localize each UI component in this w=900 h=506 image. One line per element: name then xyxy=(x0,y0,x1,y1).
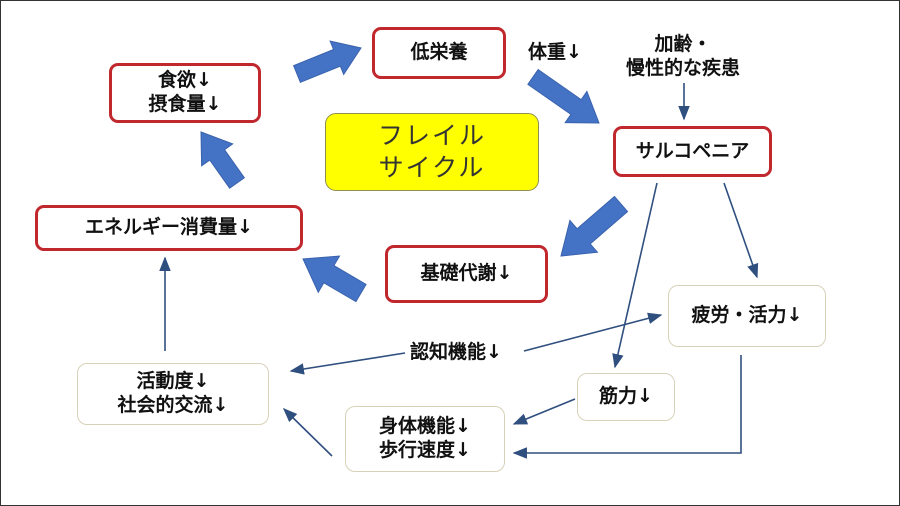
fatigue-label: 疲労・活力↓ xyxy=(691,304,803,327)
sarcopenia-node: サルコペニア xyxy=(613,126,772,177)
frailty-cycle-title-line1: フレイル xyxy=(377,120,486,150)
fatigue-node: 疲労・活力↓ xyxy=(668,285,826,347)
physical-function-node: 身体機能↓ 歩行速度↓ xyxy=(345,406,505,472)
muscle-strength-node: 筋力↓ xyxy=(577,373,675,421)
activity-node: 活動度↓ 社会的交流↓ xyxy=(77,363,269,425)
weight-loss-label: 体重↓ xyxy=(528,41,582,65)
arrow-cognitive-to-activity xyxy=(289,352,406,375)
muscle-strength-label: 筋力↓ xyxy=(599,385,653,408)
frailty-cycle-title: フレイル サイクル xyxy=(325,113,539,191)
social-interaction-label: 社会的交流↓ xyxy=(117,394,229,416)
aging-text: 加齢・ xyxy=(654,33,712,55)
appetite-node: 食欲↓ 摂食量↓ xyxy=(109,63,261,123)
sarcopenia-label: サルコペニア xyxy=(635,139,750,162)
arrow-physical-to-activity xyxy=(282,407,333,457)
frailty-cycle-title-line2: サイクル xyxy=(378,153,486,182)
energy-expenditure-label: エネルギー消費量↓ xyxy=(85,216,253,239)
arrow-fatigue-cognitive-to-activity xyxy=(523,312,663,352)
arrow-metabolism-to-energy xyxy=(302,255,367,303)
low-nutrition-label: 低栄養 xyxy=(410,41,468,64)
arrow-appetite-to-nutrition xyxy=(292,40,362,83)
basal-metabolism-node: 基礎代謝↓ xyxy=(385,245,548,303)
activity-label: 活動度↓ xyxy=(136,370,210,393)
arrow-fatigue-to-physical xyxy=(512,355,742,459)
arrow-sarcopenia-to-fatigue xyxy=(723,182,759,279)
weight-loss-text: 体重↓ xyxy=(528,41,582,63)
walking-speed-label: 歩行速度↓ xyxy=(379,439,471,461)
low-nutrition-node: 低栄養 xyxy=(372,27,506,79)
arrow-muscle-to-physical xyxy=(512,398,576,425)
intake-label: 摂食量↓ xyxy=(148,93,222,115)
chronic-disease-text: 慢性的な疾患 xyxy=(625,56,740,79)
appetite-label: 食欲↓ xyxy=(158,69,212,92)
basal-metabolism-label: 基礎代謝↓ xyxy=(420,262,513,285)
physical-function-label: 身体機能↓ xyxy=(379,415,471,438)
arrow-energy-to-appetite xyxy=(200,131,246,189)
arrow-sarcopenia-to-metabolism xyxy=(560,195,629,257)
cognitive-function-label: 認知機能↓ xyxy=(410,341,502,365)
energy-expenditure-node: エネルギー消費量↓ xyxy=(35,205,303,251)
aging-disease-label: 加齢・ 慢性的な疾患 xyxy=(603,33,763,81)
arrow-nutrition-to-sarcopenia xyxy=(527,68,600,124)
arrow-sarcopenia-to-muscle xyxy=(612,182,658,369)
cognitive-function-text: 認知機能↓ xyxy=(410,341,502,363)
